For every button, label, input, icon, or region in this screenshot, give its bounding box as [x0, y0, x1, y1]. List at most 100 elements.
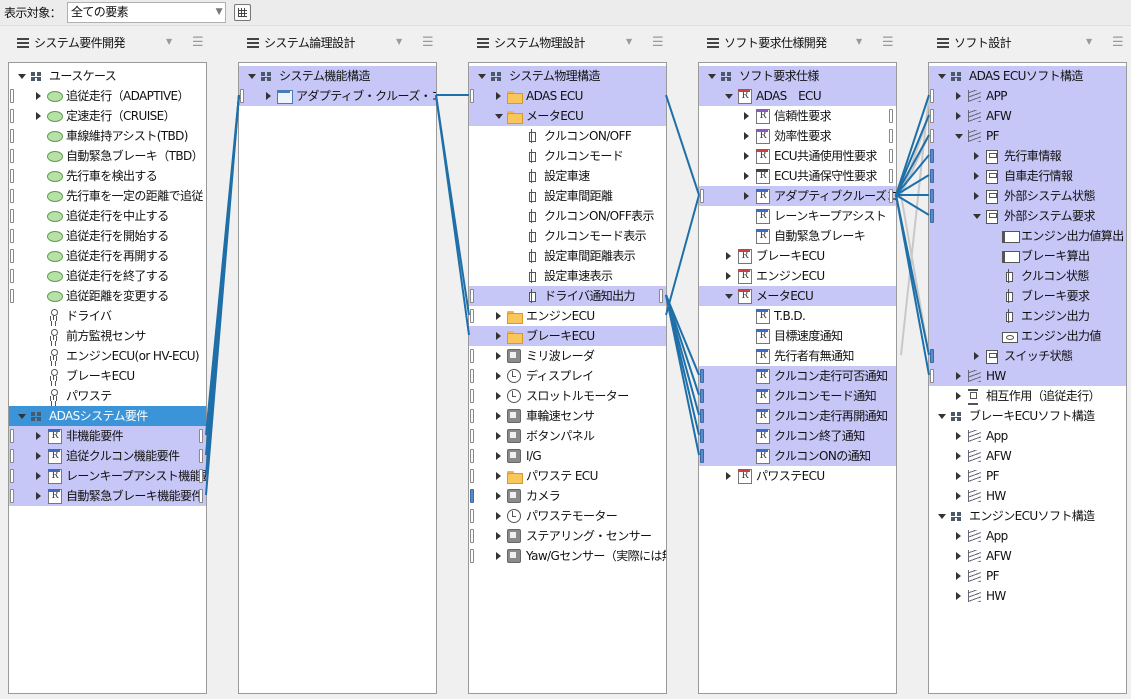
chevron-down-icon[interactable]: ▼	[166, 37, 172, 46]
tree-row[interactable]: HW	[929, 366, 1126, 386]
tree-row[interactable]: ドライバ通知出力	[469, 286, 666, 306]
link-pin-left[interactable]	[10, 209, 14, 223]
tree-row[interactable]: クルコン終了通知	[699, 426, 896, 446]
collapsed-triangle-icon[interactable]	[956, 492, 961, 500]
expanded-triangle-icon[interactable]	[495, 114, 503, 119]
tree-row[interactable]: App	[929, 426, 1126, 446]
link-pin-left[interactable]	[700, 429, 704, 443]
tree-row[interactable]: AFW	[929, 446, 1126, 466]
column-header-3[interactable]: ソフト要求仕様開発▼☰	[707, 30, 897, 58]
collapsed-triangle-icon[interactable]	[956, 92, 961, 100]
tree-row[interactable]: レーンキープアシスト機能要件	[9, 466, 206, 486]
collapsed-triangle-icon[interactable]	[36, 112, 41, 120]
link-pin-left[interactable]	[470, 389, 474, 403]
collapsed-triangle-icon[interactable]	[496, 392, 501, 400]
expanded-triangle-icon[interactable]	[938, 514, 946, 519]
link-pin-right[interactable]	[889, 149, 893, 163]
collapsed-triangle-icon[interactable]	[496, 352, 501, 360]
tree-row[interactable]: 非機能要件	[9, 426, 206, 446]
tree-panel-3[interactable]: ソフト要求仕様ADAS ECU信頼性要求効率性要求ECU共通使用性要求ECU共通…	[698, 62, 897, 694]
collapsed-triangle-icon[interactable]	[36, 492, 41, 500]
link-pin-left[interactable]	[470, 289, 474, 303]
link-pin-right[interactable]	[889, 109, 893, 123]
collapsed-triangle-icon[interactable]	[956, 432, 961, 440]
collapsed-triangle-icon[interactable]	[266, 92, 271, 100]
tree-row[interactable]: 先行車情報	[929, 146, 1126, 166]
link-pin-left[interactable]	[700, 449, 704, 463]
tree-row[interactable]: ソフト要求仕様	[699, 66, 896, 86]
link-pin-left[interactable]	[930, 369, 934, 383]
tree-row[interactable]: 車輪速センサ	[469, 406, 666, 426]
tree-row[interactable]: ADAS ECU	[469, 86, 666, 106]
expanded-triangle-icon[interactable]	[725, 94, 733, 99]
tree-row[interactable]: パワステECU	[699, 466, 896, 486]
link-pin-left[interactable]	[470, 469, 474, 483]
tree-row[interactable]: PF	[929, 466, 1126, 486]
link-pin-left[interactable]	[10, 289, 14, 303]
link-pin-left[interactable]	[470, 549, 474, 563]
link-pin-right[interactable]	[659, 289, 663, 303]
tree-row[interactable]: 効率性要求	[699, 126, 896, 146]
menu-icon[interactable]: ☰	[1112, 35, 1124, 50]
expanded-triangle-icon[interactable]	[248, 74, 256, 79]
collapsed-triangle-icon[interactable]	[974, 152, 979, 160]
link-pin-left[interactable]	[10, 129, 14, 143]
tree-row[interactable]: 追従距離を変更する	[9, 286, 206, 306]
menu-icon[interactable]: ☰	[422, 35, 434, 50]
link-pin-left[interactable]	[10, 449, 14, 463]
tree-row[interactable]: ブレーキ算出	[929, 246, 1126, 266]
tree-row[interactable]: AFW	[929, 106, 1126, 126]
collapsed-triangle-icon[interactable]	[956, 372, 961, 380]
link-pin-left[interactable]	[470, 89, 474, 103]
tree-row[interactable]: エンジン出力値算出	[929, 226, 1126, 246]
collapsed-triangle-icon[interactable]	[496, 372, 501, 380]
link-pin-left[interactable]	[470, 429, 474, 443]
collapsed-triangle-icon[interactable]	[956, 112, 961, 120]
collapsed-triangle-icon[interactable]	[726, 252, 731, 260]
tree-row[interactable]: 設定車速	[469, 166, 666, 186]
column-header-4[interactable]: ソフト設計▼☰	[937, 30, 1127, 58]
link-pin-left[interactable]	[470, 349, 474, 363]
link-pin-left[interactable]	[10, 189, 14, 203]
link-pin-left[interactable]	[930, 349, 934, 363]
collapsed-triangle-icon[interactable]	[956, 572, 961, 580]
collapsed-triangle-icon[interactable]	[496, 432, 501, 440]
tree-row[interactable]: クルコンON/OFF	[469, 126, 666, 146]
collapsed-triangle-icon[interactable]	[744, 192, 749, 200]
tree-row[interactable]: クルコンモード	[469, 146, 666, 166]
tree-row[interactable]: 自車走行情報	[929, 166, 1126, 186]
chevron-down-icon[interactable]: ▼	[626, 37, 632, 46]
link-pin-left[interactable]	[700, 389, 704, 403]
tree-row[interactable]: クルコンモード表示	[469, 226, 666, 246]
collapsed-triangle-icon[interactable]	[974, 172, 979, 180]
tree-row[interactable]: ECU共通使用性要求	[699, 146, 896, 166]
tree-row[interactable]: 前方監視センサ	[9, 326, 206, 346]
tree-row[interactable]: HW	[929, 586, 1126, 606]
tree-row[interactable]: エンジンECUソフト構造	[929, 506, 1126, 526]
collapsed-triangle-icon[interactable]	[496, 332, 501, 340]
tree-row[interactable]: T.B.D.	[699, 306, 896, 326]
tree-row[interactable]: 先行車を一定の距離で追従	[9, 186, 206, 206]
tree-row[interactable]: エンジン出力	[929, 306, 1126, 326]
tree-row[interactable]: 自動緊急ブレーキ	[699, 226, 896, 246]
link-pin-left[interactable]	[930, 209, 934, 223]
chevron-down-icon[interactable]: ▼	[856, 37, 862, 46]
link-pin-left[interactable]	[470, 489, 474, 503]
tree-row[interactable]: PF	[929, 566, 1126, 586]
link-pin-left[interactable]	[10, 169, 14, 183]
collapsed-triangle-icon[interactable]	[496, 492, 501, 500]
tree-row[interactable]: 設定車間距離	[469, 186, 666, 206]
chevron-down-icon[interactable]: ▼	[396, 37, 402, 46]
link-pin-left[interactable]	[930, 89, 934, 103]
link-pin-left[interactable]	[10, 89, 14, 103]
tree-row[interactable]: 追従クルコン機能要件	[9, 446, 206, 466]
link-pin-left[interactable]	[700, 189, 704, 203]
expanded-triangle-icon[interactable]	[18, 74, 26, 79]
tree-row[interactable]: 先行車を検出する	[9, 166, 206, 186]
link-pin-left[interactable]	[470, 309, 474, 323]
tree-row[interactable]: レーンキープアシスト	[699, 206, 896, 226]
tree-row[interactable]: ブレーキECUソフト構造	[929, 406, 1126, 426]
menu-icon[interactable]: ☰	[882, 35, 894, 50]
expanded-triangle-icon[interactable]	[955, 134, 963, 139]
